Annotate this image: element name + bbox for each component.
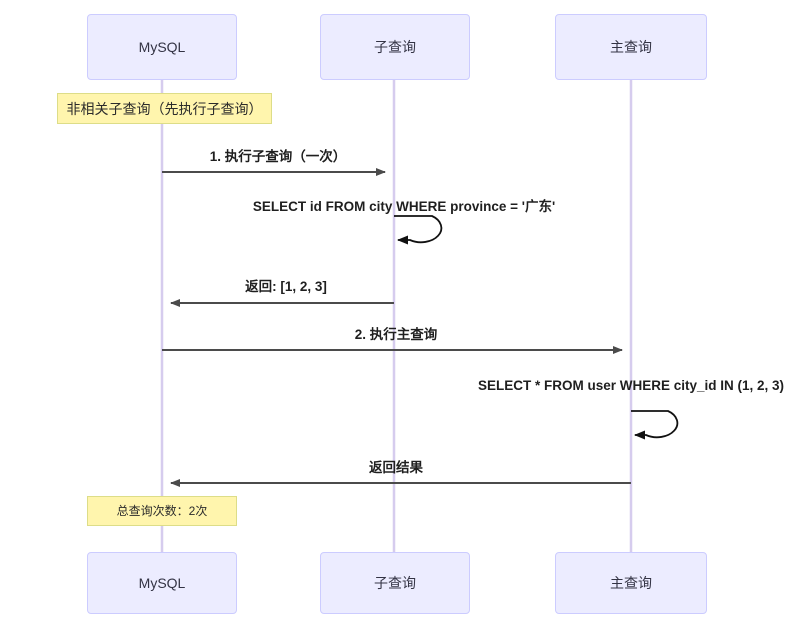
message-label-execute-subquery: 1. 执行子查询（一次）	[210, 150, 347, 164]
note-total-query-count: 总查询次数：2次	[87, 496, 237, 526]
participant-box-subquery-bottom[interactable]: 子查询	[320, 552, 470, 614]
participant-box-mainquery-bottom[interactable]: 主查询	[555, 552, 707, 614]
message-label-subquery-sql: SELECT id FROM city WHERE province = '广东…	[253, 200, 555, 214]
message-label-mainquery-sql: SELECT * FROM user WHERE city_id IN (1, …	[478, 379, 784, 393]
note-non-correlated-subquery: 非相关子查询（先执行子查询）	[57, 93, 272, 124]
participant-label-mainquery-bottom: 主查询	[610, 575, 652, 591]
participant-label-subquery-bottom: 子查询	[374, 575, 416, 591]
participant-box-mainquery-top[interactable]: 主查询	[555, 14, 707, 80]
note-text-bottom: 总查询次数：2次	[116, 504, 208, 518]
message-label-execute-mainquery: 2. 执行主查询	[355, 328, 438, 342]
message-label-return-ids: 返回: [1, 2, 3]	[245, 280, 327, 294]
participant-label-mysql-bottom: MySQL	[138, 575, 186, 591]
message-arrows	[162, 168, 679, 487]
participant-label-mainquery-top: 主查询	[610, 39, 652, 55]
note-text-top: 非相关子查询（先执行子查询）	[66, 100, 263, 117]
participant-box-mysql-top[interactable]: MySQL	[87, 14, 237, 80]
message-label-return-result-text: 返回结果	[369, 460, 423, 475]
message-label-execute-subquery-text: 1. 执行子查询（一次）	[209, 149, 347, 164]
message-label-return-ids-text: 返回: [1, 2, 3]	[245, 279, 327, 294]
self-loop-arrow-subquery	[394, 215, 443, 245]
participant-label-mysql-top: MySQL	[138, 39, 186, 55]
message-label-subquery-sql-text: SELECT id FROM city WHERE province = '广东…	[252, 199, 556, 214]
participant-box-mysql-bottom[interactable]: MySQL	[87, 552, 237, 614]
lifelines	[160, 80, 633, 552]
participant-label-subquery-top: 子查询	[374, 39, 416, 55]
message-label-mainquery-sql-text: SELECT * FROM user WHERE city_id IN (1, …	[477, 378, 785, 393]
participant-box-subquery-top[interactable]: 子查询	[320, 14, 470, 80]
message-label-return-result: 返回结果	[369, 461, 423, 475]
message-label-execute-mainquery-text: 2. 执行主查询	[354, 327, 438, 342]
self-loop-arrow-mainquery	[631, 410, 679, 440]
